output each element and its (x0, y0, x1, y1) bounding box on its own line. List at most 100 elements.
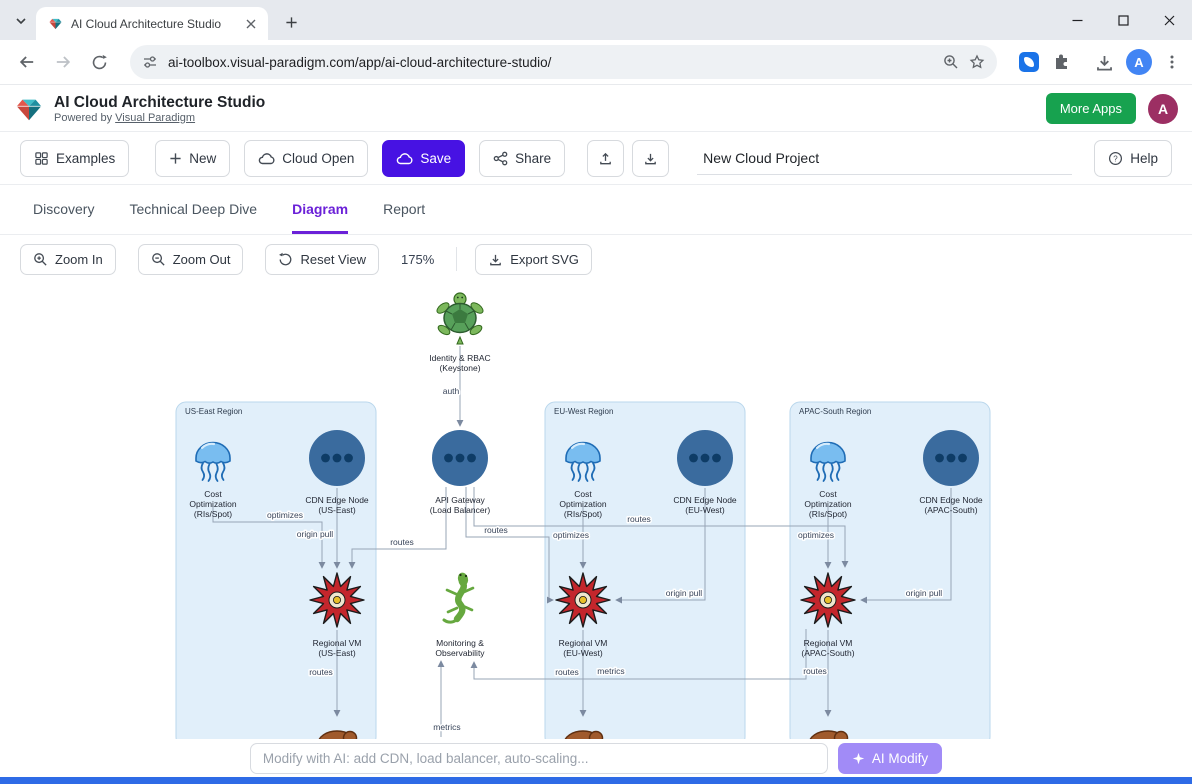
tab-search-chevron-icon[interactable] (10, 10, 32, 32)
new-button[interactable]: New (155, 140, 231, 177)
node-cdn-edge-apac[interactable]: CDN Edge Node (APAC-South) (919, 430, 983, 515)
ai-prompt-input[interactable] (249, 742, 828, 774)
zoom-in-icon (34, 252, 47, 266)
cdn-node-icon (923, 430, 979, 486)
help-button[interactable]: ? Help (1094, 140, 1172, 177)
visual-paradigm-link[interactable]: Visual Paradigm (115, 111, 196, 124)
edge-label-origin-pull-eu: origin pull (666, 588, 702, 598)
close-window-button[interactable] (1146, 0, 1192, 40)
node-cost-optimization-us[interactable]: Cost Optimization (RIs/Spot) (189, 441, 237, 520)
edge-label-optimizes-eu: optimizes (553, 530, 589, 540)
share-button[interactable]: Share (479, 140, 566, 177)
ai-modify-button[interactable]: AI Modify (837, 742, 943, 774)
plus-icon (170, 153, 181, 164)
region-label-apac-south: APAC-South Region (799, 407, 871, 416)
project-name-input[interactable] (697, 142, 1073, 175)
powered-by: Powered by Visual Paradigm (54, 112, 265, 124)
node-label: (EU-West) (563, 648, 603, 658)
node-cdn-edge-us[interactable]: CDN Edge Node (US-East) (305, 430, 369, 515)
maximize-button[interactable] (1100, 0, 1146, 40)
download-button[interactable] (632, 140, 670, 177)
examples-label: Examples (56, 151, 116, 166)
app-header: AI Cloud Architecture Studio Powered by … (0, 86, 1192, 132)
save-button[interactable]: Save (382, 140, 466, 177)
cloud-save-icon (397, 153, 413, 165)
site-info-icon[interactable] (142, 54, 158, 70)
more-apps-button[interactable]: More Apps (1045, 93, 1136, 124)
save-label: Save (420, 151, 452, 166)
zoom-out-button[interactable]: Zoom Out (137, 243, 244, 275)
reload-icon[interactable] (84, 47, 114, 77)
turtle-icon (434, 292, 486, 345)
browser-tab[interactable]: AI Cloud Architecture Studio (36, 7, 268, 40)
node-label: Regional VM (559, 638, 608, 648)
edge-label-routes-eu: routes (484, 525, 508, 535)
node-regional-vm-eu[interactable]: Regional VM (EU-West) (555, 572, 611, 658)
node-regional-vm-us[interactable]: Regional VM (US-East) (309, 572, 365, 658)
edge-labels: auth routes routes routes optimizes orig… (266, 385, 944, 734)
node-api-gateway[interactable]: API Gateway (Load Balancer) (430, 430, 491, 515)
node-label: CDN Edge Node (305, 495, 369, 505)
tab-report[interactable]: Report (383, 200, 426, 217)
profile-avatar[interactable]: A (1126, 49, 1152, 75)
diagram-edges (212, 346, 952, 737)
toolbar-divider (456, 247, 458, 271)
node-label: Observability (435, 648, 485, 658)
zoom-page-icon[interactable] (943, 54, 959, 70)
edge-label-routes-us: routes (390, 537, 414, 547)
download-icon (645, 153, 657, 165)
edge-optimizes-us (212, 506, 326, 569)
node-label: Cost (574, 489, 592, 499)
cdn-node-icon (309, 430, 365, 486)
cloud-icon (259, 153, 275, 165)
new-tab-button[interactable] (278, 9, 304, 35)
node-label: Optimization (804, 499, 852, 509)
node-identity-rbac[interactable]: Identity & RBAC (Keystone) (429, 292, 491, 373)
edge-label-origin-pull-us: origin pull (297, 529, 333, 539)
edge-metrics-apac (470, 629, 807, 680)
forward-icon[interactable] (48, 47, 78, 77)
reset-view-label: Reset View (300, 251, 366, 267)
node-label: (US-East) (318, 648, 355, 658)
node-cost-optimization-eu[interactable]: Cost Optimization (RIs/Spot) (559, 441, 607, 520)
export-svg-button[interactable]: Export SVG (475, 243, 592, 275)
zoom-in-button[interactable]: Zoom In (20, 243, 116, 275)
tab-technical-deep-dive[interactable]: Technical Deep Dive (129, 200, 258, 217)
tab-close-icon[interactable] (242, 15, 260, 33)
zoom-in-label: Zoom In (55, 251, 103, 267)
reset-view-icon (279, 252, 292, 265)
tab-diagram[interactable]: Diagram (292, 186, 349, 234)
tab-discovery[interactable]: Discovery (33, 200, 95, 217)
node-regional-vm-apac[interactable]: Regional VM (APAC-South) (800, 572, 856, 658)
back-icon[interactable] (12, 47, 42, 77)
account-avatar[interactable]: A (1148, 93, 1178, 124)
window-controls (1054, 0, 1192, 40)
edge-label-origin-pull-apac: origin pull (906, 588, 942, 598)
tab-favicon (49, 18, 62, 30)
url-text[interactable]: ai-toolbox.visual-paradigm.com/app/ai-cl… (168, 54, 552, 70)
examples-button[interactable]: Examples (20, 140, 130, 177)
node-monitoring[interactable]: Monitoring & Observability (435, 571, 485, 658)
node-cdn-edge-eu[interactable]: CDN Edge Node (EU-West) (673, 430, 737, 515)
browser-menu-icon[interactable] (1164, 54, 1180, 70)
reset-view-button[interactable]: Reset View (265, 243, 379, 275)
extensions-puzzle-icon[interactable] (1051, 52, 1071, 72)
node-cost-optimization-apac[interactable]: Cost Optimization (RIs/Spot) (804, 441, 852, 520)
extension-icon[interactable] (1019, 52, 1039, 72)
minimize-button[interactable] (1054, 0, 1100, 40)
main-toolbar: Examples New Cloud Open Save Share ? (0, 133, 1192, 185)
taskbar-edge (0, 777, 1192, 784)
edge-label-metrics-bottom: metrics (433, 722, 460, 732)
region-label-us-east: US-East Region (185, 407, 242, 416)
downloads-icon[interactable] (1095, 53, 1114, 72)
diagram-canvas[interactable]: US-East Region EU-West Region APAC-South… (0, 282, 1192, 784)
address-bar[interactable]: ai-toolbox.visual-paradigm.com/app/ai-cl… (130, 45, 997, 79)
browser-tab-strip: AI Cloud Architecture Studio (0, 0, 1192, 40)
edge-label-metrics: metrics (597, 666, 624, 676)
app-logo (16, 98, 42, 121)
bookmark-star-icon[interactable] (969, 54, 985, 70)
node-label: API Gateway (435, 495, 485, 505)
cloud-open-button[interactable]: Cloud Open (244, 140, 369, 177)
zoom-out-icon (151, 252, 165, 266)
upload-button[interactable] (587, 140, 625, 177)
